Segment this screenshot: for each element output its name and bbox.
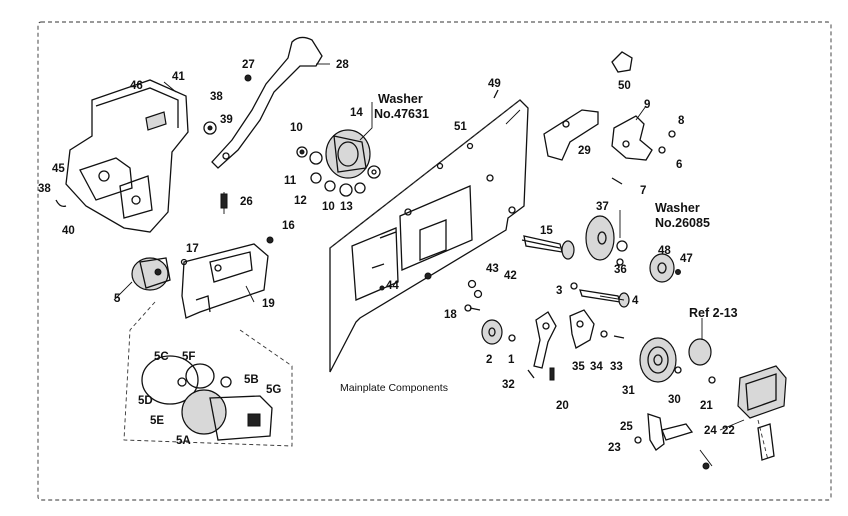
- label-28: 28: [336, 59, 349, 71]
- roller-2: [481, 319, 516, 345]
- label-43: 43: [486, 263, 499, 275]
- cam-14-group: [296, 129, 381, 197]
- label-51: 51: [454, 121, 467, 133]
- label-45: 45: [52, 163, 65, 175]
- bracket-29: [543, 109, 599, 161]
- washer-a-number: No.47631: [374, 107, 429, 121]
- solenoid-22: [708, 365, 787, 461]
- label-34: 34: [590, 361, 603, 373]
- washer-a-title: Washer: [378, 92, 423, 106]
- label-18: 18: [444, 309, 457, 321]
- label-49: 49: [488, 78, 501, 90]
- washer-b-title: Washer: [655, 201, 700, 215]
- diagram-frame: [37, 21, 832, 501]
- label-46: 46: [130, 80, 143, 92]
- washer-b-number: No.26085: [655, 216, 710, 230]
- label-39: 39: [220, 114, 233, 126]
- label-22: 22: [722, 425, 735, 437]
- lever-32: [527, 311, 557, 381]
- label-20: 20: [556, 400, 569, 412]
- ref-label: Ref 2-13: [689, 306, 738, 320]
- label-35: 35: [572, 361, 585, 373]
- label-11: 11: [284, 175, 297, 187]
- label-19: 19: [262, 298, 275, 310]
- link-25: [634, 413, 713, 470]
- bracket-19: [181, 243, 269, 319]
- label-10a: 10: [290, 122, 303, 134]
- lever-28: [211, 36, 323, 214]
- label-12: 12: [294, 195, 307, 207]
- label-8: 8: [678, 115, 685, 127]
- label-4: 4: [632, 295, 639, 307]
- label-16: 16: [282, 220, 295, 232]
- label-37: 37: [596, 201, 609, 213]
- label-31: 31: [622, 385, 635, 397]
- label-5C: 5C: [154, 351, 169, 363]
- label-44: 44: [386, 280, 399, 292]
- label-40: 40: [62, 225, 75, 237]
- label-50: 50: [618, 80, 631, 92]
- disc-ref: [674, 338, 712, 374]
- label-6: 6: [676, 159, 682, 171]
- label-5B: 5B: [244, 374, 259, 386]
- label-5G: 5G: [266, 384, 281, 396]
- label-9: 9: [644, 99, 650, 111]
- label-48: 48: [658, 245, 671, 257]
- label-14: 14: [350, 107, 363, 119]
- label-1: 1: [508, 354, 515, 366]
- small-fasteners: [55, 74, 623, 291]
- label-21: 21: [700, 400, 713, 412]
- label-13: 13: [340, 201, 353, 213]
- label-17: 17: [186, 243, 199, 255]
- label-3: 3: [556, 285, 562, 297]
- label-26: 26: [240, 196, 253, 208]
- bracket-9: [611, 115, 676, 161]
- label-5: 5: [114, 293, 121, 305]
- label-5F: 5F: [182, 351, 195, 363]
- pulley-31: [639, 337, 677, 383]
- screws-42-43: [424, 272, 483, 312]
- label-5D: 5D: [138, 395, 153, 407]
- label-42: 42: [504, 270, 517, 282]
- clip-50: [611, 51, 633, 73]
- label-27: 27: [242, 59, 255, 71]
- label-25: 25: [620, 421, 633, 433]
- label-23: 23: [608, 442, 621, 454]
- shaft-15: [521, 235, 575, 260]
- label-5A: 5A: [176, 435, 191, 447]
- label-36: 36: [614, 264, 627, 276]
- pin-4: [570, 282, 630, 308]
- label-2: 2: [486, 354, 492, 366]
- label-38b: 38: [38, 183, 51, 195]
- label-5E: 5E: [150, 415, 164, 427]
- lever-35: [569, 309, 625, 349]
- label-41: 41: [172, 71, 185, 83]
- label-30: 30: [668, 394, 681, 406]
- subassembly-5: [123, 301, 293, 447]
- label-10b: 10: [322, 201, 335, 213]
- label-24: 24: [704, 425, 717, 437]
- motor-5: [131, 257, 171, 291]
- label-29: 29: [578, 145, 591, 157]
- label-47: 47: [680, 253, 693, 265]
- mainplate: [329, 99, 529, 373]
- label-32: 32: [502, 379, 515, 391]
- label-15: 15: [540, 225, 553, 237]
- leader-lines: [113, 63, 745, 431]
- label-7: 7: [640, 185, 646, 197]
- label-33: 33: [610, 361, 623, 373]
- diagram-caption: Mainplate Components: [340, 382, 448, 394]
- cam-37: [585, 215, 628, 266]
- label-38a: 38: [210, 91, 223, 103]
- wheel-48: [649, 253, 681, 283]
- housing-assembly: [65, 79, 189, 233]
